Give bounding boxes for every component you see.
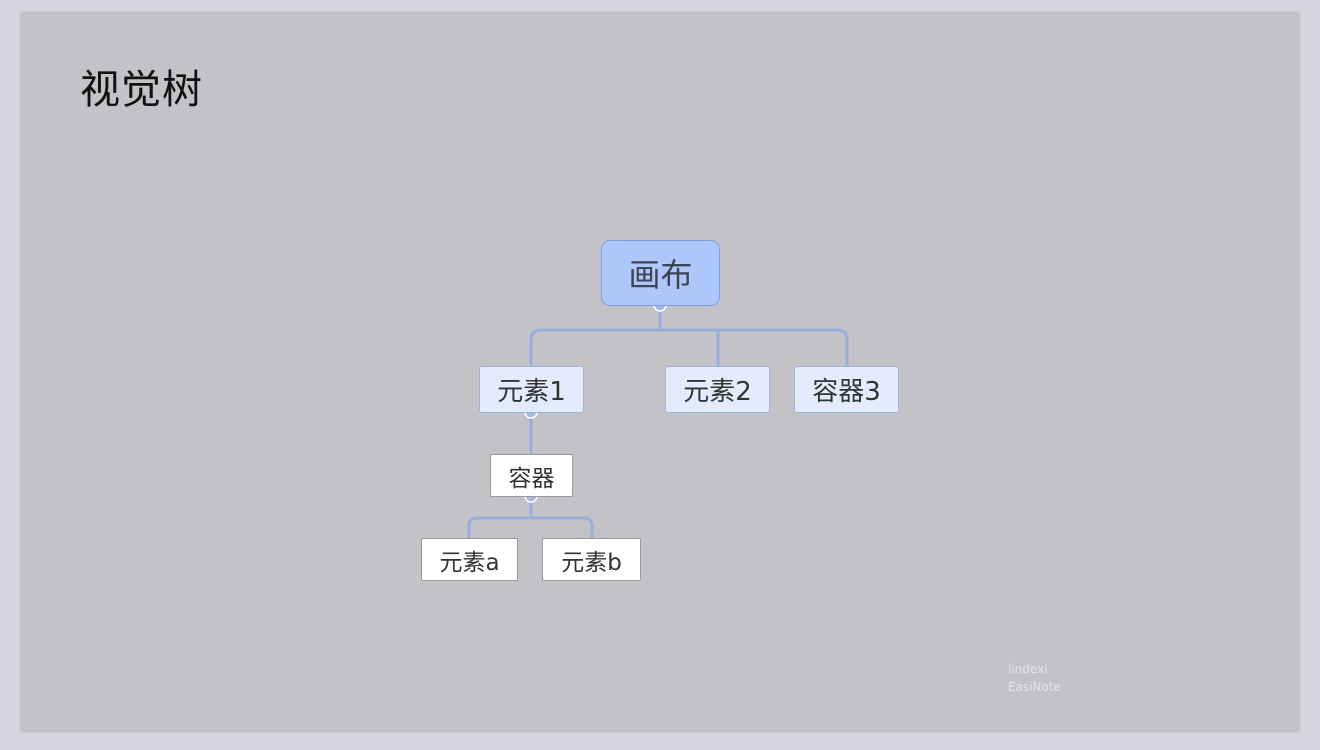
watermark-app: EasiNote xyxy=(1008,680,1061,694)
node-container[interactable]: 容器 xyxy=(490,454,573,497)
connector-root-children xyxy=(529,305,849,366)
node-element-b[interactable]: 元素b xyxy=(542,538,641,581)
connector-container-children xyxy=(467,497,594,539)
node-root[interactable]: 画布 xyxy=(601,240,720,306)
node-element-1[interactable]: 元素1 xyxy=(479,366,584,413)
watermark: lindexi EasiNote xyxy=(1008,660,1061,696)
tree-connectors xyxy=(467,298,849,539)
node-container-3[interactable]: 容器3 xyxy=(794,366,899,413)
node-element-a[interactable]: 元素a xyxy=(421,538,518,581)
slide-canvas: 视觉树 画布 元素1 元素2 容器3 容器 元素a 元素b lindexi Ea… xyxy=(20,12,1300,732)
watermark-author: lindexi xyxy=(1008,662,1048,676)
slide-title: 视觉树 xyxy=(80,67,203,113)
node-element-2[interactable]: 元素2 xyxy=(665,366,770,413)
